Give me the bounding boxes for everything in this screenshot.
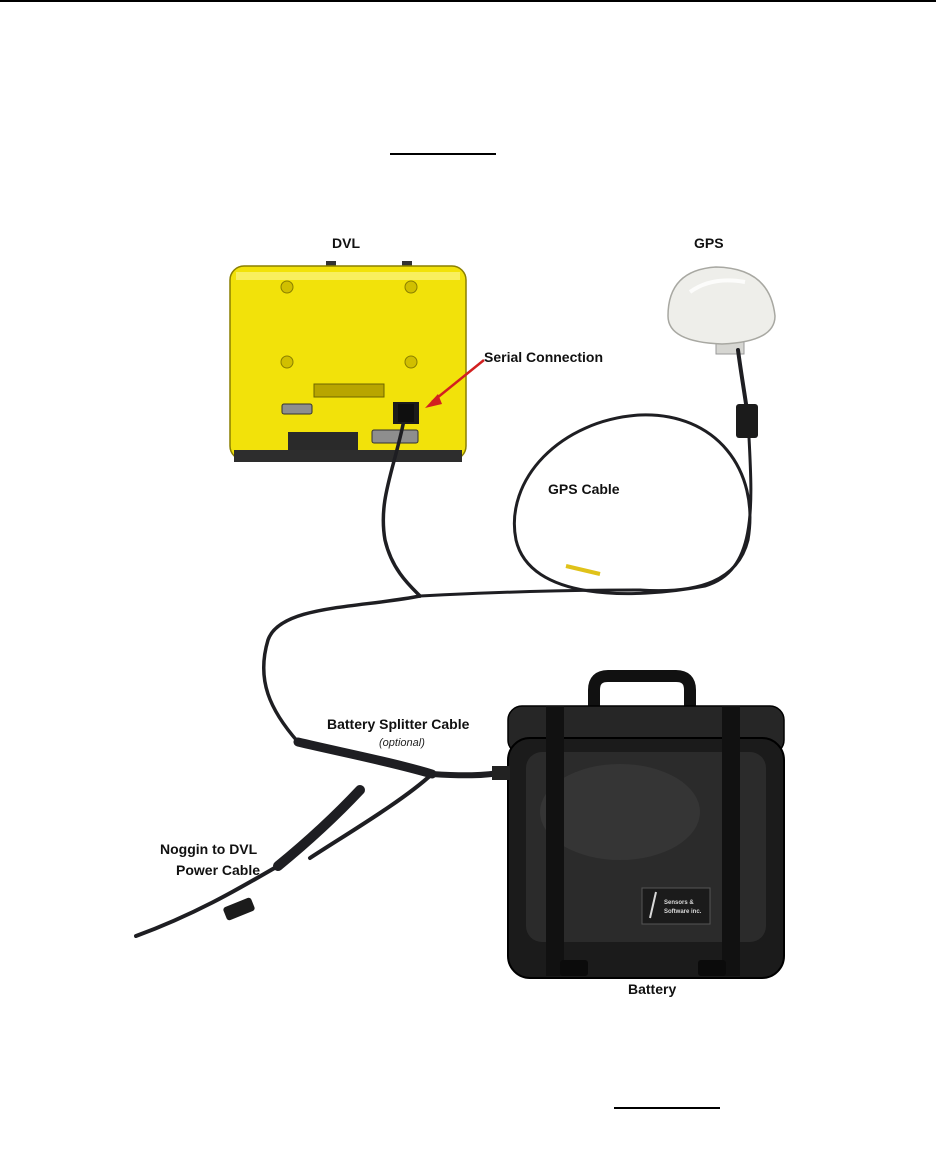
label-dvl: DVL <box>332 235 360 251</box>
gps-ferrite-bead <box>736 404 758 438</box>
battery-case: Sensors & Software inc. <box>492 676 784 978</box>
label-noggin-line1: Noggin to DVL <box>160 841 258 857</box>
label-gps: GPS <box>694 235 724 251</box>
case-logo-line2: Software inc. <box>664 909 702 915</box>
label-battery-splitter-cable: Battery Splitter Cable <box>327 716 470 732</box>
label-noggin-line2: Power Cable <box>176 862 260 878</box>
label-optional: (optional) <box>379 737 425 749</box>
serial-connector <box>398 404 414 422</box>
power-ferrite-bead <box>222 897 255 921</box>
dvl-unit <box>230 261 466 462</box>
label-battery: Battery <box>628 981 676 997</box>
gps-cable-band <box>566 566 600 574</box>
label-serial-connection: Serial Connection <box>484 349 603 365</box>
gps-antenna <box>668 267 775 354</box>
label-gps-cable: GPS Cable <box>548 481 620 497</box>
case-logo-line1: Sensors & <box>664 900 694 906</box>
